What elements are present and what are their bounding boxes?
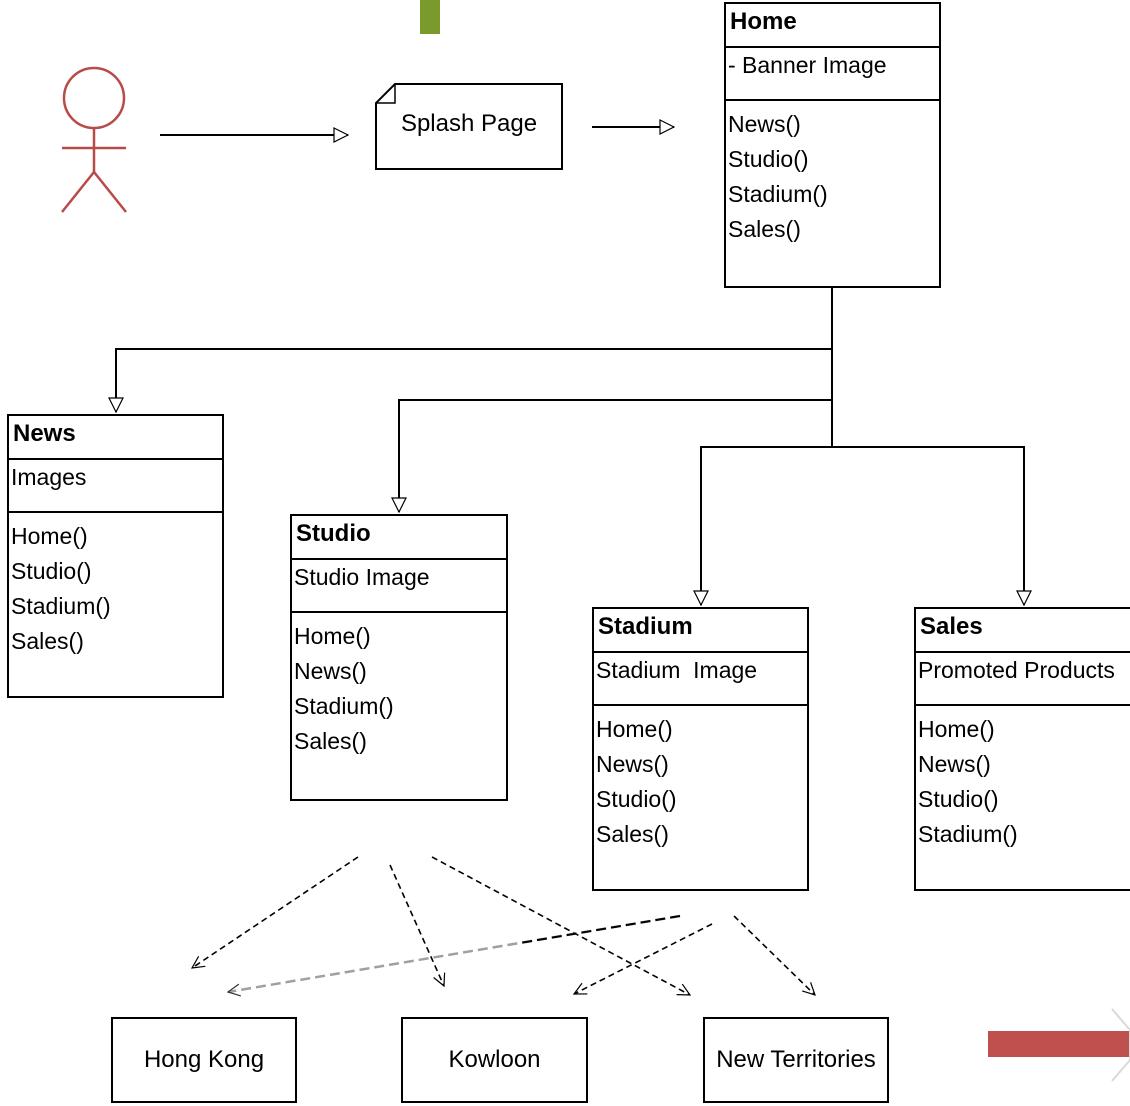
class-studio-op: Stadium() bbox=[294, 693, 394, 719]
class-studio-attribute: Studio Image bbox=[292, 560, 506, 613]
class-stadium-op: News() bbox=[596, 751, 669, 777]
class-home-op: News() bbox=[728, 111, 801, 137]
class-news-op: Stadium() bbox=[11, 593, 111, 619]
next-arrow-icon[interactable] bbox=[988, 1008, 1130, 1082]
class-sales-op: Studio() bbox=[918, 786, 999, 812]
class-stadium-attribute: Stadium Image bbox=[594, 653, 807, 706]
dependency-arrows bbox=[192, 856, 815, 995]
class-sales: Sales Promoted Products Home() News() St… bbox=[914, 607, 1130, 891]
class-home-op: Stadium() bbox=[728, 181, 828, 207]
class-sales-op: News() bbox=[918, 751, 991, 777]
class-news-operations: Home() Studio() Stadium() Sales() bbox=[9, 513, 222, 659]
class-sales-title: Sales bbox=[916, 609, 1130, 653]
class-stadium-operations: Home() News() Studio() Sales() bbox=[594, 706, 807, 852]
class-stadium-title: Stadium bbox=[594, 609, 807, 653]
class-stadium-op: Home() bbox=[596, 716, 673, 742]
class-home-op: Studio() bbox=[728, 146, 809, 172]
region-kowloon: Kowloon bbox=[401, 1017, 588, 1103]
splash-note-shape bbox=[375, 83, 563, 170]
class-studio-operations: Home() News() Stadium() Sales() bbox=[292, 613, 506, 759]
class-news-title: News bbox=[9, 416, 222, 460]
class-studio-title: Studio bbox=[292, 516, 506, 560]
class-news-attribute: Images bbox=[9, 460, 222, 513]
class-home-title: Home bbox=[726, 4, 939, 48]
class-sales-op: Home() bbox=[918, 716, 995, 742]
class-news: News Images Home() Studio() Stadium() Sa… bbox=[7, 414, 224, 698]
class-studio-op: Sales() bbox=[294, 728, 367, 754]
green-bar bbox=[420, 0, 440, 34]
class-sales-attribute: Promoted Products bbox=[916, 653, 1130, 706]
class-studio-op: News() bbox=[294, 658, 367, 684]
class-studio-op: Home() bbox=[294, 623, 371, 649]
class-studio: Studio Studio Image Home() News() Stadiu… bbox=[290, 514, 508, 801]
class-stadium-op: Studio() bbox=[596, 786, 677, 812]
splash-page-label: Splash Page bbox=[400, 110, 538, 137]
class-news-op: Home() bbox=[11, 523, 88, 549]
class-news-op: Studio() bbox=[11, 558, 92, 584]
class-stadium-op: Sales() bbox=[596, 821, 669, 847]
class-stadium: Stadium Stadium Image Home() News() Stud… bbox=[592, 607, 809, 891]
class-news-op: Sales() bbox=[11, 628, 84, 654]
hierarchy-connectors bbox=[116, 287, 1024, 605]
class-home-attribute: - Banner Image bbox=[726, 48, 939, 101]
class-sales-op: Stadium() bbox=[918, 821, 1018, 847]
class-home-op: Sales() bbox=[728, 216, 801, 242]
region-new-territories: New Territories bbox=[703, 1017, 889, 1103]
class-sales-operations: Home() News() Studio() Stadium() bbox=[916, 706, 1130, 852]
splash-page-node: Splash Page bbox=[376, 84, 562, 169]
region-hong-kong: Hong Kong bbox=[111, 1017, 297, 1103]
class-home: Home - Banner Image News() Studio() Stad… bbox=[724, 2, 941, 288]
actor-icon bbox=[61, 66, 127, 213]
class-home-operations: News() Studio() Stadium() Sales() bbox=[726, 101, 939, 247]
